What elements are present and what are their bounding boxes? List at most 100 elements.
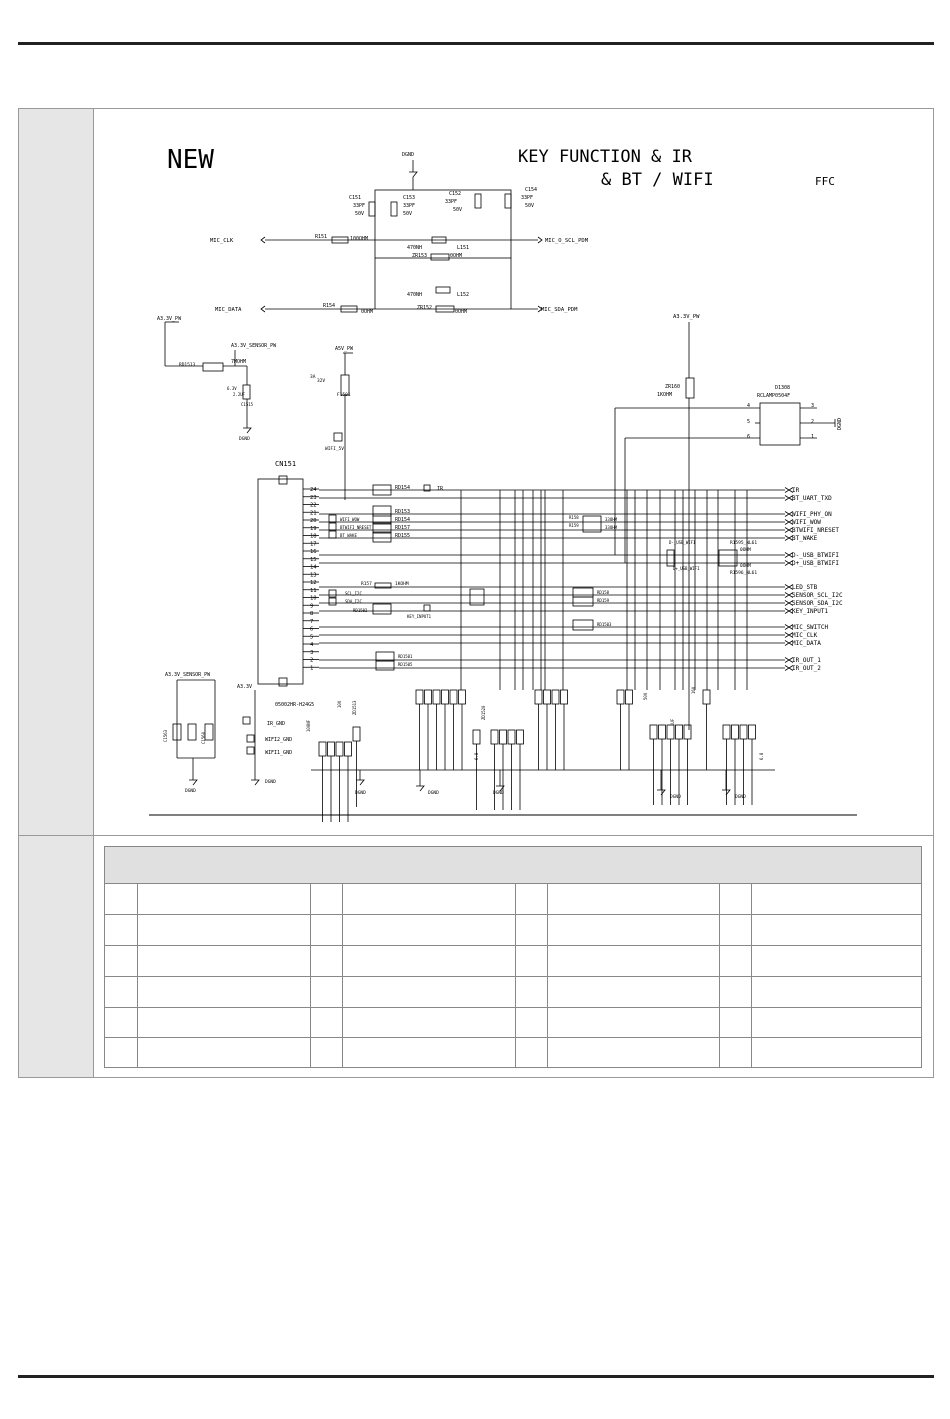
cn151-pin-3: 3: [310, 650, 313, 656]
svg-text:33PF: 33PF: [521, 195, 533, 201]
svg-text:RD1502: RD1502: [353, 608, 368, 613]
diagram-title-line1: KEY FUNCTION & IR: [518, 147, 693, 167]
signal-ir-out-1: IR_OUT_1: [792, 657, 821, 664]
svg-text:D+_USB_WIFI: D+_USB_WIFI: [673, 566, 700, 571]
signal-d-usb-btwifi: D-_USB_BTWIFI: [792, 552, 839, 559]
a33v-sensor-pw-bottom: A3.3V_SENSOR_PW: [165, 672, 211, 678]
svg-text:DGND: DGND: [493, 790, 504, 796]
cap-c151: C151 33PF 50V: [349, 195, 376, 217]
signal-bus: [319, 487, 794, 690]
signal-d-usb-btwifi: D+_USB_BTWIFI: [792, 560, 839, 567]
svg-text:C152: C152: [449, 191, 461, 197]
cn151-pin-13: 13: [310, 572, 317, 578]
svg-text:16V: 16V: [691, 686, 696, 694]
svg-text:IR: IR: [437, 486, 444, 492]
svg-text:50V: 50V: [403, 211, 412, 217]
cn151-pin-22: 22: [310, 503, 317, 509]
svg-text:RD153: RD153: [395, 509, 410, 515]
svg-text:R151: R151: [315, 234, 327, 240]
a33v-sensor-pw-top: A3.3V_SENSOR_PW: [231, 343, 277, 349]
signal-sensor-scl-i2c: SENSOR_SCL_I2C: [792, 592, 843, 599]
svg-text:5: 5: [747, 419, 750, 425]
svg-text:DGND: DGND: [670, 794, 681, 800]
dgnd-top: DGND: [402, 152, 414, 158]
svg-text:3: 3: [811, 403, 814, 409]
svg-text:L151: L151: [457, 245, 469, 251]
svg-text:2: 2: [811, 419, 814, 425]
svg-text:RD1501: RD1501: [398, 654, 413, 659]
svg-text:100OHM: 100OHM: [350, 236, 368, 242]
cap-c153: C153 33PF 50V: [390, 195, 415, 217]
svg-text:CN151: CN151: [275, 460, 296, 468]
svg-text:RCLAMP0504F: RCLAMP0504F: [757, 393, 790, 399]
cn151-pin-2: 2: [310, 658, 313, 664]
frame-divider: [19, 835, 933, 836]
f1501-label: F1501: [337, 392, 351, 398]
svg-text:33PF: 33PF: [445, 199, 457, 205]
svg-text:3A: 3A: [310, 374, 316, 380]
svg-text:50V: 50V: [453, 207, 462, 213]
signal-led-stb: LED_STB: [792, 584, 818, 591]
svg-text:R1596_NL61: R1596_NL61: [730, 570, 757, 576]
svg-text:1KOHM: 1KOHM: [657, 392, 672, 398]
svg-text:R154: R154: [323, 303, 335, 309]
svg-text:C154: C154: [525, 187, 537, 193]
svg-text:05002HR-H24G5: 05002HR-H24G5: [275, 702, 314, 708]
svg-text:2.2UF: 2.2UF: [233, 392, 246, 397]
svg-text:33PF: 33PF: [353, 203, 365, 209]
schematic-frame: [18, 108, 934, 1078]
d1308-esd: [759, 402, 801, 446]
c1515-label: C1515: [241, 402, 254, 407]
signal-ir-out-2: IR_OUT_2: [792, 665, 821, 672]
svg-text:6.8: 6.8: [759, 752, 764, 760]
mic-clk-left: MIC_CLK: [210, 238, 234, 244]
svg-text:SCL_I2C: SCL_I2C: [345, 591, 362, 596]
cn151-pin-23: 23: [310, 495, 317, 501]
signal-btwifi-nreset: BTWIFI_NRESET: [792, 527, 839, 534]
cn151-pin-21: 21: [310, 510, 317, 516]
svg-text:WIFI2_GND: WIFI2_GND: [265, 737, 292, 743]
svg-text:R157: R157: [361, 581, 372, 587]
empty-parts-table: [104, 846, 922, 1068]
new-tag: NEW: [167, 145, 214, 175]
cn151-pin-4: 4: [310, 642, 314, 648]
cn151-pin-17: 17: [310, 541, 317, 547]
svg-text:0OHM: 0OHM: [740, 547, 751, 553]
cn151-connector: [257, 478, 304, 685]
svg-text:A3.3V: A3.3V: [237, 684, 252, 690]
svg-text:C151: C151: [349, 195, 361, 201]
bottom-component-rows: [311, 689, 775, 822]
svg-text:33PF: 33PF: [403, 203, 415, 209]
dgnd-d1308: DGND: [837, 418, 843, 430]
svg-text:ZR152: ZR152: [417, 305, 432, 311]
svg-text:6: 6: [747, 434, 750, 440]
signal-wifi-wow: WIFI_WOW: [792, 519, 821, 526]
signal-mic-switch: MIC_SWITCH: [792, 624, 829, 631]
svg-text:KEY_INPUT1: KEY_INPUT1: [407, 614, 432, 619]
cn151-pin-7: 7: [310, 619, 313, 625]
signal-labels: IRBT_UART_TXDWIFI_PHY_ONWIFI_WOWBTWIFI_N…: [792, 487, 843, 672]
svg-text:1KOHM: 1KOHM: [395, 581, 409, 587]
svg-text:WIFI1_GND: WIFI1_GND: [265, 750, 292, 756]
mic-o-scl-right: MIC_O_SCL_PDM: [545, 238, 589, 244]
rd1513-label: RD1513: [179, 362, 196, 368]
signal-sensor-sda-i2c: SENSOR_SDA_I2C: [792, 600, 843, 607]
svg-text:DGND: DGND: [239, 436, 250, 442]
svg-text:DGND: DGND: [185, 788, 196, 794]
svg-text:50V: 50V: [525, 203, 534, 209]
svg-text:0OHM: 0OHM: [740, 563, 751, 569]
svg-text:4: 4: [747, 403, 750, 409]
a5v-pw-label: A5V_PW: [335, 346, 354, 352]
signal-mic-clk: MIC_CLK: [792, 632, 818, 639]
svg-text:32V: 32V: [317, 378, 325, 384]
signal-key-input1: KEY_INPUT1: [792, 608, 829, 615]
wifi-5v-label: WIFI_5V: [325, 446, 344, 452]
svg-text:RD1503: RD1503: [597, 622, 612, 627]
svg-text:50V: 50V: [355, 211, 364, 217]
rd154-label: RD154: [395, 485, 410, 491]
mic-cap-box: [374, 189, 512, 259]
svg-text:100NF: 100NF: [306, 719, 311, 732]
cn151-pin-1: 1: [310, 665, 313, 671]
svg-text:R159: R159: [569, 523, 579, 528]
